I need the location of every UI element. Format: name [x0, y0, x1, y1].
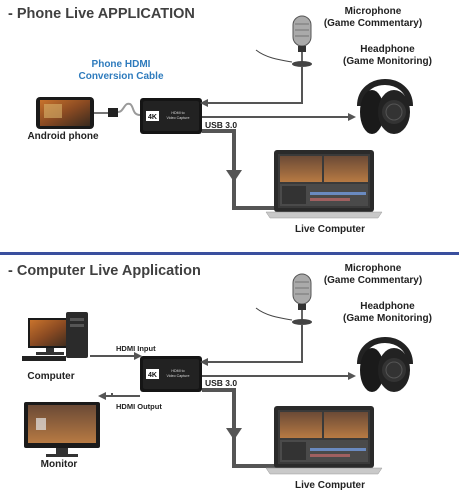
connections-1 — [200, 66, 356, 210]
phone-cable — [94, 102, 141, 117]
mic-label-line2: (Game Commentary) — [323, 18, 423, 29]
svg-text:4K: 4K — [148, 372, 157, 379]
cable-label-line2: Conversion Cable — [78, 71, 164, 82]
section-divider — [0, 252, 459, 255]
headphone-icon — [357, 79, 413, 134]
computer-label: Computer — [27, 371, 75, 382]
microphone-icon-2 — [255, 273, 312, 325]
section1-title: - Phone Live APPLICATION — [8, 6, 195, 22]
headphone-label-line1: Headphone — [360, 44, 415, 55]
connections-2 — [90, 324, 356, 468]
headphone-label-2: Headphone (Game Monitoring) — [330, 301, 445, 325]
mic-label-2: Microphone (Game Commentary) — [318, 263, 428, 287]
hdmi-input-label: HDMI Input — [116, 344, 156, 353]
monitor-label: Monitor — [40, 459, 78, 470]
laptop-label-2: Live Computer — [294, 480, 365, 491]
svg-text:HDMI to: HDMI to — [171, 369, 184, 373]
laptop-icon-2 — [265, 406, 383, 475]
android-phone-icon — [36, 97, 94, 129]
svg-text:Video Capture: Video Capture — [167, 116, 190, 120]
laptop-icon — [265, 150, 383, 219]
mic-label: Microphone (Game Commentary) — [318, 6, 428, 30]
microphone-icon — [255, 15, 312, 67]
monitor-icon — [24, 402, 100, 457]
mic-label-2-line1: Microphone — [344, 263, 402, 274]
hdmi-output-label: HDMI Output — [116, 402, 162, 411]
desktop-computer-icon — [22, 312, 88, 361]
cable-label-line1: Phone HDMI — [91, 59, 151, 70]
headphone-label-line2: (Game Monitoring) — [343, 56, 432, 67]
usb-label-2: USB 3.0 — [205, 378, 238, 388]
phone-label: Android phone — [27, 131, 99, 142]
headphone-label: Headphone (Game Monitoring) — [330, 44, 445, 68]
svg-text:4K: 4K — [148, 114, 157, 121]
headphone-label-2-line1: Headphone — [360, 301, 415, 312]
headphone-icon-2 — [357, 337, 413, 392]
headphone-label-2-line2: (Game Monitoring) — [343, 313, 432, 324]
svg-text:Video Capture: Video Capture — [167, 374, 190, 378]
svg-text:HDMI to: HDMI to — [171, 111, 184, 115]
mic-label-2-line2: (Game Commentary) — [323, 275, 423, 286]
laptop-label: Live Computer — [294, 224, 365, 235]
capture-card-2: 4K HDMI to Video Capture — [140, 356, 202, 392]
capture-card-1: 4K HDMI to Video Capture — [140, 98, 202, 134]
usb-label: USB 3.0 — [205, 120, 238, 130]
mic-label-line1: Microphone — [344, 6, 402, 17]
cable-label: Phone HDMI Conversion Cable — [62, 59, 180, 83]
section2-title: - Computer Live Application — [8, 263, 201, 279]
